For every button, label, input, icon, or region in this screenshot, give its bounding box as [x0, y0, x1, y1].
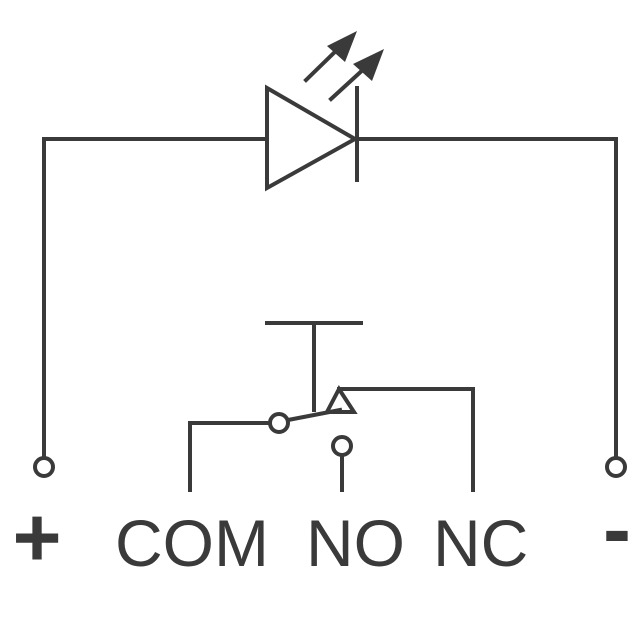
no-contact: [331, 435, 353, 457]
positive-supply-wire: [42, 137, 269, 457]
light-emission-arrows: [303, 31, 384, 102]
emission-arrow-2-shaft: [328, 64, 369, 102]
emission-arrow-2-head: [353, 49, 384, 81]
positive-terminal: [33, 456, 55, 478]
negative-terminal: [605, 456, 627, 478]
led-symbol: [265, 84, 360, 192]
com-label: COM: [115, 506, 269, 580]
negative-label: -: [603, 482, 631, 576]
no-label: NO: [306, 506, 405, 580]
com-contact: [268, 412, 290, 434]
pushbutton-actuator: [265, 321, 363, 412]
diode-triangle: [265, 84, 360, 192]
nc-wire: [337, 387, 475, 492]
negative-supply-wire: [355, 137, 618, 457]
nc-contact-triangle: [323, 385, 358, 414]
nc-label: NC: [433, 506, 528, 580]
emission-arrow-1-head: [327, 31, 357, 62]
positive-label: +: [12, 490, 61, 584]
com-wire: [188, 421, 272, 492]
